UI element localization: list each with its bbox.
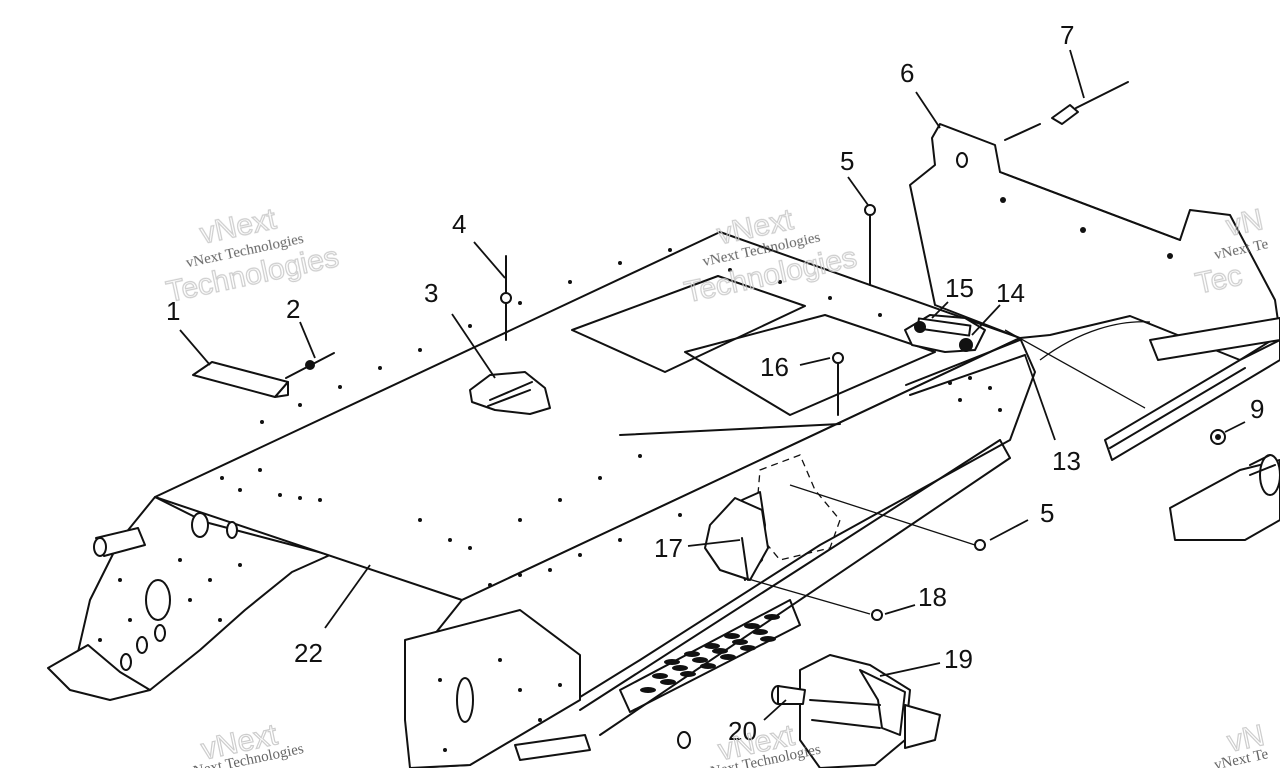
part-1-plate xyxy=(192,361,289,398)
part-5-screw-top xyxy=(864,204,876,286)
rivet-dots xyxy=(98,248,1002,752)
rear-axle-block xyxy=(1169,459,1280,541)
callout-6: 6 xyxy=(900,58,914,88)
callout-16: 16 xyxy=(760,352,789,382)
part-4-rivet xyxy=(500,255,512,341)
rear-flap-bracket xyxy=(909,123,1280,361)
running-rail xyxy=(579,439,1011,736)
watermark-top-left: vNext Technologies vNext Technologies xyxy=(163,202,342,310)
callout-15: 15 xyxy=(945,273,974,303)
callout-3: 3 xyxy=(424,278,438,308)
deck-panel-left xyxy=(571,275,806,373)
rear-bottom-plate xyxy=(404,609,581,768)
svg-text:vN: vN xyxy=(1224,719,1267,759)
callout-19: 19 xyxy=(944,644,973,674)
vent-panel xyxy=(619,599,801,713)
callout-14: 14 xyxy=(996,278,1025,308)
callout-4: 4 xyxy=(452,209,466,239)
callout-5-top: 5 xyxy=(840,146,854,176)
watermark-bottom-right: vN vNext Te xyxy=(1213,718,1270,768)
callout-22: 22 xyxy=(294,638,323,668)
callout-17: 17 xyxy=(654,533,683,563)
callout-5-lower: 5 xyxy=(1040,498,1054,528)
rear-rod xyxy=(514,734,591,761)
svg-text:vN: vN xyxy=(1223,203,1266,243)
front-foot-flange xyxy=(47,644,151,701)
part-7-bolt xyxy=(1004,81,1129,141)
callout-7: 7 xyxy=(1060,20,1074,50)
callout-2: 2 xyxy=(286,294,300,324)
callout-20: 20 xyxy=(728,716,757,746)
part-18-screw xyxy=(871,609,883,621)
deck-panel-right xyxy=(684,314,936,416)
part-5-screw-lower xyxy=(974,539,986,551)
callout-18: 18 xyxy=(918,582,947,612)
part-16-rivet xyxy=(832,352,844,416)
vent-slots xyxy=(640,614,780,693)
callout-1: 1 xyxy=(166,296,180,326)
watermark-bottom-left: vNext vNext Technologies xyxy=(185,718,306,768)
callout-numbers: 1 2 3 4 5 5 6 7 9 13 14 15 16 17 18 19 2… xyxy=(166,20,1264,746)
leader-lines xyxy=(179,49,1246,721)
callout-9: 9 xyxy=(1250,394,1264,424)
callout-13: 13 xyxy=(1052,446,1081,476)
